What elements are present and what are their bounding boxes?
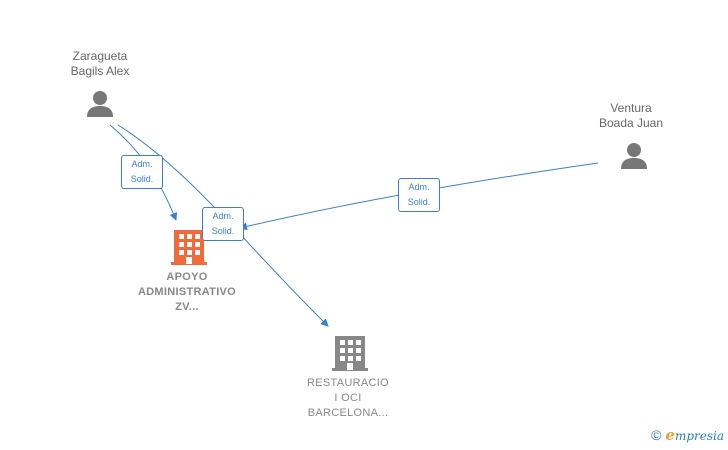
person-label-ventura[interactable]: Ventura Boada Juan	[581, 101, 681, 131]
edge-role-line2: Solid.	[407, 197, 431, 207]
person-name-line1: Ventura	[610, 101, 652, 115]
person-name-line2: Bagils Alex	[70, 64, 130, 78]
edge-role-line2: Solid.	[211, 226, 235, 236]
edge-role-line1: Adm.	[408, 182, 430, 192]
company-name-line2: ADMINISTRATIVO	[137, 286, 237, 298]
person-icon[interactable]	[87, 91, 113, 117]
company-name-line3: ZV...	[175, 301, 199, 313]
company-label-restauracio[interactable]: RESTAURACIO I OCI BARCELONA...	[288, 376, 408, 421]
brand-footer[interactable]: © empresia	[651, 426, 724, 444]
person-label-zaragueta[interactable]: Zaragueta Bagils Alex	[50, 49, 150, 79]
building-icon[interactable]	[171, 230, 207, 265]
edge-role-line1: Adm.	[212, 211, 234, 221]
company-name-line2: I OCI	[334, 392, 362, 404]
edge-role-line2: Solid.	[130, 174, 154, 184]
edge-role-line1: Adm.	[131, 159, 153, 169]
person-icon[interactable]	[621, 143, 647, 169]
company-name-line1: RESTAURACIO	[307, 377, 389, 389]
edge-label-role[interactable]: Adm. Solid.	[202, 207, 244, 241]
person-name-line2: Boada Juan	[598, 116, 664, 130]
edge-label-role[interactable]: Adm. Solid.	[121, 155, 163, 189]
company-name-line1: APOYO	[166, 271, 208, 283]
company-label-apoyo[interactable]: APOYO ADMINISTRATIVO ZV...	[122, 270, 252, 315]
building-icon[interactable]	[332, 336, 368, 371]
brand-logo-text: mpresia	[674, 429, 724, 443]
brand-logo-e: e	[665, 426, 675, 444]
brand-logo: empresia	[665, 426, 724, 444]
person-name-line1: Zaragueta	[72, 49, 128, 63]
company-name-line3: BARCELONA...	[307, 407, 389, 419]
copyright-icon: ©	[651, 427, 662, 443]
edge-label-role[interactable]: Adm. Solid.	[398, 178, 440, 212]
